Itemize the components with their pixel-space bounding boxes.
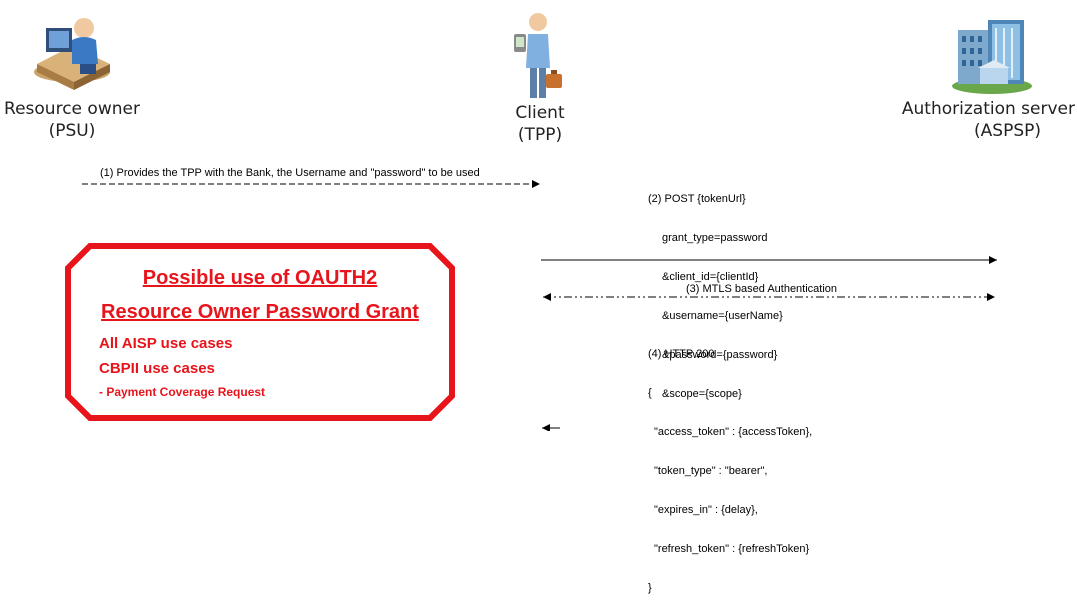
actor-tpp-name: Client [515, 103, 565, 123]
person-at-computer-icon [34, 18, 110, 90]
message-4-line: (4) HTTP 200 [648, 348, 715, 360]
note-title-1: Possible use of OAUTH2 [142, 267, 378, 289]
message-2-line: &username={userName} [662, 310, 783, 322]
note-box-border [65, 243, 455, 421]
actor-psu-label: Resource owner (PSU) [2, 98, 142, 142]
message-4-line: "expires_in" : {delay}, [654, 504, 758, 516]
actor-aspsp-label: Authorization server (ASPSP) [897, 98, 1075, 142]
note-title-2: Resource Owner Password Grant [101, 301, 419, 323]
person-with-phone-and-briefcase-icon [514, 13, 562, 98]
message-2-line: &scope={scope} [662, 388, 742, 400]
actor-tpp-role: (TPP) [517, 125, 563, 145]
bank-building-icon [952, 20, 1032, 94]
actor-tpp-label: Client (TPP) [490, 102, 590, 146]
message-1-text: (1) Provides the TPP with the Bank, the … [100, 167, 480, 179]
message-2-line: &client_id={clientId} [662, 271, 759, 283]
message-2-line: &password={password} [662, 349, 778, 361]
note-line-1: All AISP use cases [99, 335, 233, 352]
message-4-text: (4) HTTP 200 { "access_token" : {accessT… [648, 322, 812, 608]
message-4-line: "access_token" : {accessToken}, [654, 426, 813, 438]
message-3-text: (3) MTLS based Authentication [686, 283, 838, 295]
message-4-line: { [648, 387, 652, 399]
actor-aspsp-name: Authorization server [901, 99, 1075, 119]
actor-psu-name: Resource owner [4, 99, 140, 119]
note-line-2: CBPII use cases [99, 360, 215, 377]
actor-psu-role: (PSU) [48, 121, 96, 141]
sequence-diagram [34, 13, 1032, 431]
message-2-line: grant_type=password [662, 232, 768, 244]
message-4-line: "refresh_token" : {refreshToken} [654, 543, 810, 555]
message-4-line: "token_type" : "bearer", [654, 465, 768, 477]
actor-aspsp-role: (ASPSP) [974, 121, 1041, 141]
message-2-text: (2) POST {tokenUrl} grant_type=password … [648, 167, 783, 414]
message-4-line: } [648, 582, 652, 594]
note-line-3: - Payment Coverage Request [99, 385, 266, 399]
oauth2-note-box: Possible use of OAUTH2 Resource Owner Pa… [65, 243, 455, 421]
message-2-line: (2) POST {tokenUrl} [648, 193, 746, 205]
